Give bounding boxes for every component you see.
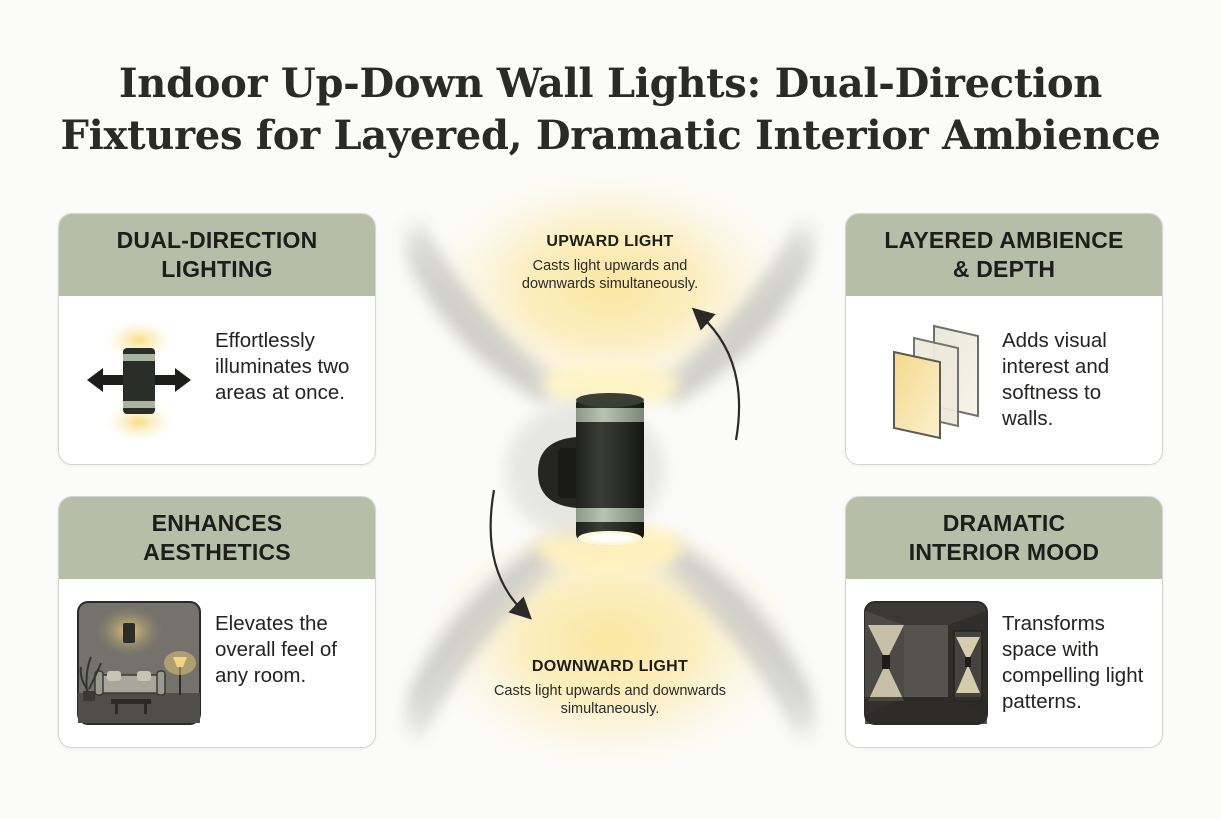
downward-arrow xyxy=(489,489,532,620)
upward-arrow xyxy=(691,307,741,441)
card-heading-line: AESTHETICS xyxy=(143,539,291,565)
downward-light-desc: Casts light upwards and downwards simult… xyxy=(493,683,727,717)
card-heading-line: INTERIOR MOOD xyxy=(908,539,1100,565)
downward-light-title: DOWNWARD LIGHT xyxy=(531,658,689,675)
wall-light-fixture xyxy=(538,393,644,545)
card-aesthetics: ENHANCES AESTHETICS xyxy=(58,496,376,748)
layered-panels-icon xyxy=(893,324,979,440)
upward-light-label: UPWARD LIGHT Casts light upwards and dow… xyxy=(500,233,720,293)
card-heading: ENHANCES AESTHETICS xyxy=(59,497,375,579)
card-text: Adds visual interest and softness to wal… xyxy=(1002,329,1110,430)
card-heading-line: DRAMATIC xyxy=(942,510,1066,536)
card-heading-line: ENHANCES xyxy=(151,510,283,536)
living-room-icon xyxy=(77,601,201,725)
card-text: Effortlessly illuminates two areas at on… xyxy=(215,329,350,404)
light-pattern-room-icon xyxy=(864,601,988,725)
page-title: Indoor Up-Down Wall Lights: Dual-Directi… xyxy=(40,58,1181,162)
dual-direction-arrows-icon xyxy=(87,320,191,442)
shadow-lower-left xyxy=(405,540,560,735)
card-heading-line: LAYERED AMBIENCE xyxy=(884,227,1124,253)
upward-light-title: UPWARD LIGHT xyxy=(546,233,674,250)
title-line-2: Fixtures for Layered, Dramatic Interior … xyxy=(60,112,1161,159)
downward-light-label: DOWNWARD LIGHT Casts light upwards and d… xyxy=(470,658,750,718)
card-text: Elevates the overall feel of any room. xyxy=(215,612,337,687)
card-heading-line: LIGHTING xyxy=(161,256,273,282)
card-heading: DUAL-DIRECTION LIGHTING xyxy=(59,214,375,296)
card-dramatic-mood: DRAMATIC INTERIOR MOOD Transforms space … xyxy=(845,496,1163,748)
upward-glow xyxy=(420,155,800,395)
shadow-lower-right xyxy=(660,540,815,735)
card-heading-line: DUAL-DIRECTION xyxy=(116,227,318,253)
card-heading-line: & DEPTH xyxy=(952,256,1056,282)
card-layered-ambience: LAYERED AMBIENCE & DEPTH Adds visual int… xyxy=(845,213,1163,465)
card-heading: DRAMATIC INTERIOR MOOD xyxy=(846,497,1162,579)
card-text: Transforms space with compelling light p… xyxy=(1002,612,1144,713)
card-dual-direction: DUAL-DIRECTION LIGHTING Effortlessly ill… xyxy=(58,213,376,465)
card-heading: LAYERED AMBIENCE & DEPTH xyxy=(846,214,1162,296)
upward-light-desc: Casts light upwards and downwards simult… xyxy=(521,258,699,292)
title-line-1: Indoor Up-Down Wall Lights: Dual-Directi… xyxy=(118,60,1103,107)
